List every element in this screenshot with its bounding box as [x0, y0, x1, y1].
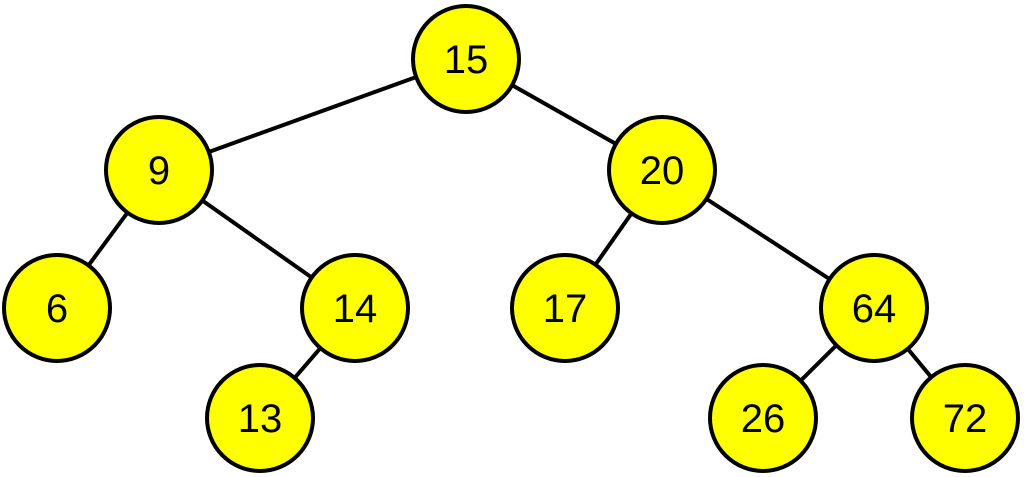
tree-node-13: 13 [205, 363, 315, 473]
tree-node-circle [2, 253, 112, 363]
tree-node-circle [205, 363, 315, 473]
tree-node-label: 17 [543, 287, 588, 331]
edges-layer [55, 57, 967, 420]
tree-node-circle [708, 363, 818, 473]
tree-node-label: 15 [444, 38, 489, 82]
tree-node-9: 9 [104, 115, 214, 225]
tree-node-20: 20 [607, 115, 717, 225]
tree-node-label: 14 [333, 287, 378, 331]
tree-node-label: 26 [741, 397, 786, 441]
tree-node-6: 6 [2, 253, 112, 363]
tree-node-circle [607, 115, 717, 225]
tree-node-label: 6 [46, 287, 68, 331]
tree-node-circle [819, 253, 929, 363]
tree-node-72: 72 [910, 363, 1020, 473]
tree-node-circle [910, 363, 1020, 473]
tree-node-circle [411, 4, 521, 114]
tree-node-14: 14 [300, 253, 410, 363]
tree-node-15: 15 [411, 4, 521, 114]
tree-node-26: 26 [708, 363, 818, 473]
nodes-layer: 15 9 20 6 14 17 64 13 26 72 [2, 4, 1020, 473]
tree-node-17: 17 [510, 253, 620, 363]
tree-node-label: 20 [640, 149, 685, 193]
tree-node-label: 9 [148, 149, 170, 193]
tree-node-circle [300, 253, 410, 363]
tree-node-64: 64 [819, 253, 929, 363]
tree-node-circle [510, 253, 620, 363]
tree-node-label: 13 [238, 397, 283, 441]
tree-node-circle [104, 115, 214, 225]
tree-node-label: 64 [852, 287, 897, 331]
tree-node-label: 72 [943, 397, 988, 441]
